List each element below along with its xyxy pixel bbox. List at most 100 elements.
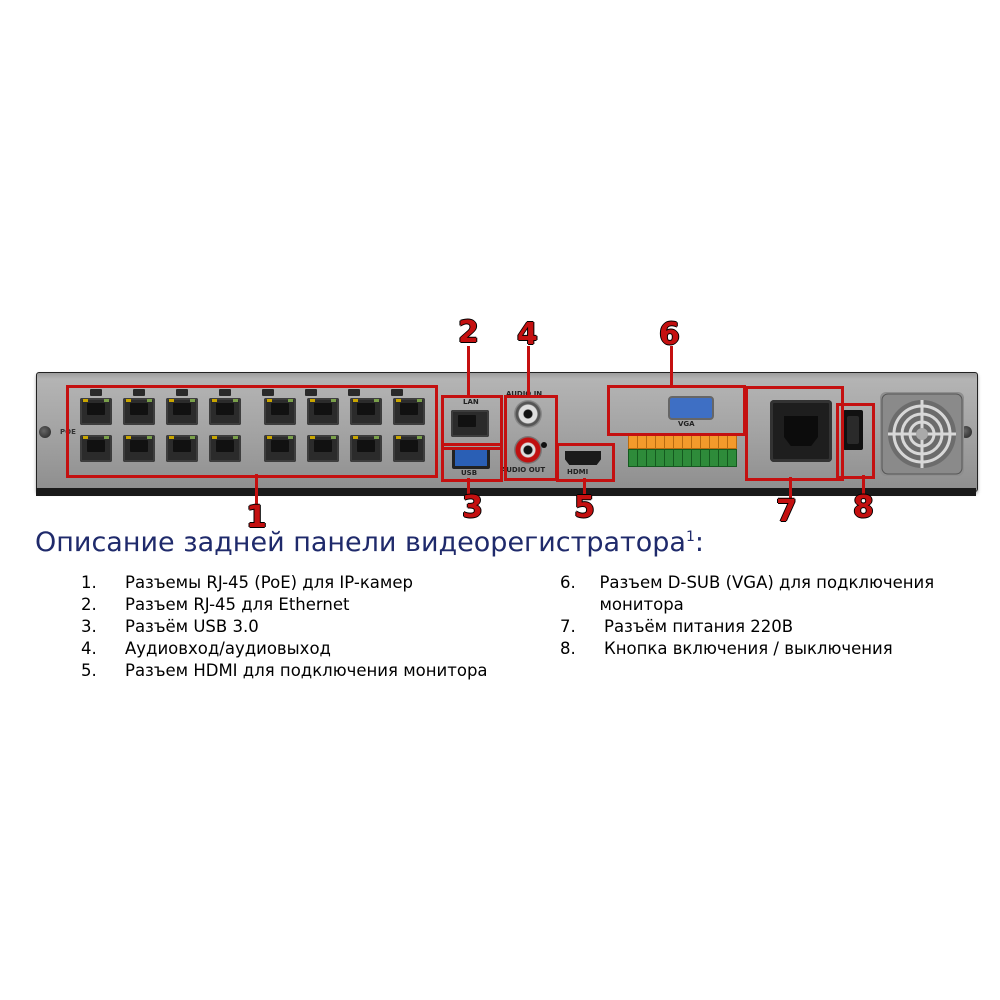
- list-item-text: Разъем RJ-45 для Ethernet: [125, 595, 350, 614]
- callout-number-4: 4: [517, 317, 538, 352]
- poe-rj45-port: [264, 398, 296, 425]
- list-item: 8. Кнопка включения / выключения: [560, 638, 980, 660]
- list-item: 1. Разъемы RJ-45 (PoE) для IP-камер: [81, 572, 521, 594]
- terminal-socket: [727, 449, 737, 467]
- port-led: [104, 436, 109, 439]
- poe-rj45-port: [393, 435, 425, 462]
- description-title: Описание задней панели видеорегистратора…: [35, 527, 704, 558]
- port-led: [169, 436, 174, 439]
- list-item-number: 6.: [560, 573, 576, 592]
- port-led: [310, 399, 315, 402]
- callout-box-5: [556, 443, 615, 482]
- callout-line-6: [670, 346, 673, 386]
- port-led: [83, 436, 88, 439]
- callout-number-8: 8: [853, 490, 874, 525]
- list-item-text: Разъём USB 3.0: [125, 617, 259, 636]
- port-led: [267, 399, 272, 402]
- poe-rj45-port: [209, 398, 241, 425]
- usb-label: USB: [461, 469, 478, 477]
- list-item-text: Кнопка включения / выключения: [604, 639, 893, 658]
- callout-number-7: 7: [776, 494, 797, 529]
- poe-rj45-port: [166, 435, 198, 462]
- port-led: [331, 436, 336, 439]
- audio-out-jack: [514, 436, 542, 464]
- nvr-chassis-edge: [36, 488, 976, 496]
- poe-rj45-port: [350, 398, 382, 425]
- poe-rj45-port: [350, 435, 382, 462]
- port-led: [353, 399, 358, 402]
- callout-number-2: 2: [458, 315, 479, 350]
- list-item-text: Разъём питания 220В: [604, 617, 794, 636]
- callout-box-4: [504, 395, 558, 481]
- components-list-right: 6. Разъем D-SUB (VGA) для подключения мон…: [560, 572, 980, 660]
- screw-icon: [39, 426, 51, 438]
- callout-box-3: [441, 443, 503, 482]
- list-item-text: Аудиовход/аудиовыход: [125, 639, 331, 658]
- port-led: [147, 399, 152, 402]
- port-led: [417, 436, 422, 439]
- list-item-number: 3.: [81, 617, 97, 636]
- port-led: [396, 399, 401, 402]
- audio-out-label: AUDIO OUT: [501, 466, 546, 474]
- callout-box-6: [607, 385, 746, 436]
- poe-rj45-port: [166, 398, 198, 425]
- callout-line-1: [255, 474, 258, 506]
- callout-box-1: [66, 385, 438, 478]
- list-item-number: 1.: [81, 573, 97, 592]
- port-led: [233, 436, 238, 439]
- callout-line-2: [467, 346, 470, 396]
- list-item-text: Разъемы RJ-45 (PoE) для IP-камер: [125, 573, 413, 592]
- poe-rj45-port: [80, 398, 112, 425]
- fan-icon: [881, 393, 963, 475]
- poe-rj45-port: [80, 435, 112, 462]
- port-number-plate: [133, 389, 145, 396]
- callout-number-1: 1: [246, 500, 267, 535]
- callout-box-7: [745, 386, 844, 481]
- list-item-number: 2.: [81, 595, 97, 614]
- port-led: [331, 399, 336, 402]
- port-led: [104, 399, 109, 402]
- port-led: [288, 399, 293, 402]
- callout-box-8: [836, 403, 875, 479]
- poe-rj45-port: [393, 398, 425, 425]
- title-text: Описание задней панели видеорегистратора: [35, 527, 686, 558]
- port-led: [83, 399, 88, 402]
- callout-number-5: 5: [574, 490, 595, 525]
- indicator-hole: [541, 442, 547, 448]
- list-item-text: Разъем D-SUB (VGA) для подключения монит…: [599, 573, 935, 614]
- list-item: 6. Разъем D-SUB (VGA) для подключения мон…: [560, 572, 980, 616]
- vga-port: [668, 396, 714, 420]
- port-led: [310, 436, 315, 439]
- components-list-left: 1. Разъемы RJ-45 (PoE) для IP-камер 2. Разъ…: [81, 572, 521, 682]
- poe-rj45-port: [123, 398, 155, 425]
- list-item: 4. Аудиовход/аудиовыход: [81, 638, 521, 660]
- list-item: 7.Разъём питания 220В: [560, 616, 980, 638]
- list-item: 2. Разъем RJ-45 для Ethernet: [81, 594, 521, 616]
- port-led: [190, 436, 195, 439]
- poe-rj45-port: [307, 398, 339, 425]
- list-item-number: 4.: [81, 639, 97, 658]
- port-led: [374, 436, 379, 439]
- list-item-text: Разъем HDMI для подключения монитора: [125, 661, 488, 680]
- callout-number-3: 3: [462, 490, 483, 525]
- poe-rj45-port: [307, 435, 339, 462]
- audio-in-label: AUDIO IN: [506, 390, 543, 398]
- callout-line-7: [789, 477, 792, 501]
- port-number-plate: [90, 389, 102, 396]
- port-led: [126, 399, 131, 402]
- port-number-plate: [348, 389, 360, 396]
- poe-rj45-port: [264, 435, 296, 462]
- callout-number-6: 6: [659, 317, 680, 352]
- power-socket: [770, 400, 832, 462]
- list-item-number: 8.: [560, 639, 576, 658]
- port-led: [288, 436, 293, 439]
- list-item: 3. Разъём USB 3.0: [81, 616, 521, 638]
- callout-line-3: [467, 478, 470, 498]
- port-led: [396, 436, 401, 439]
- callout-line-5: [583, 478, 586, 498]
- lan-port: [451, 410, 489, 437]
- port-led: [374, 399, 379, 402]
- port-number-plate: [176, 389, 188, 396]
- callout-line-8: [862, 475, 865, 497]
- list-item: 5.Разъем HDMI для подключения монитора: [81, 660, 521, 682]
